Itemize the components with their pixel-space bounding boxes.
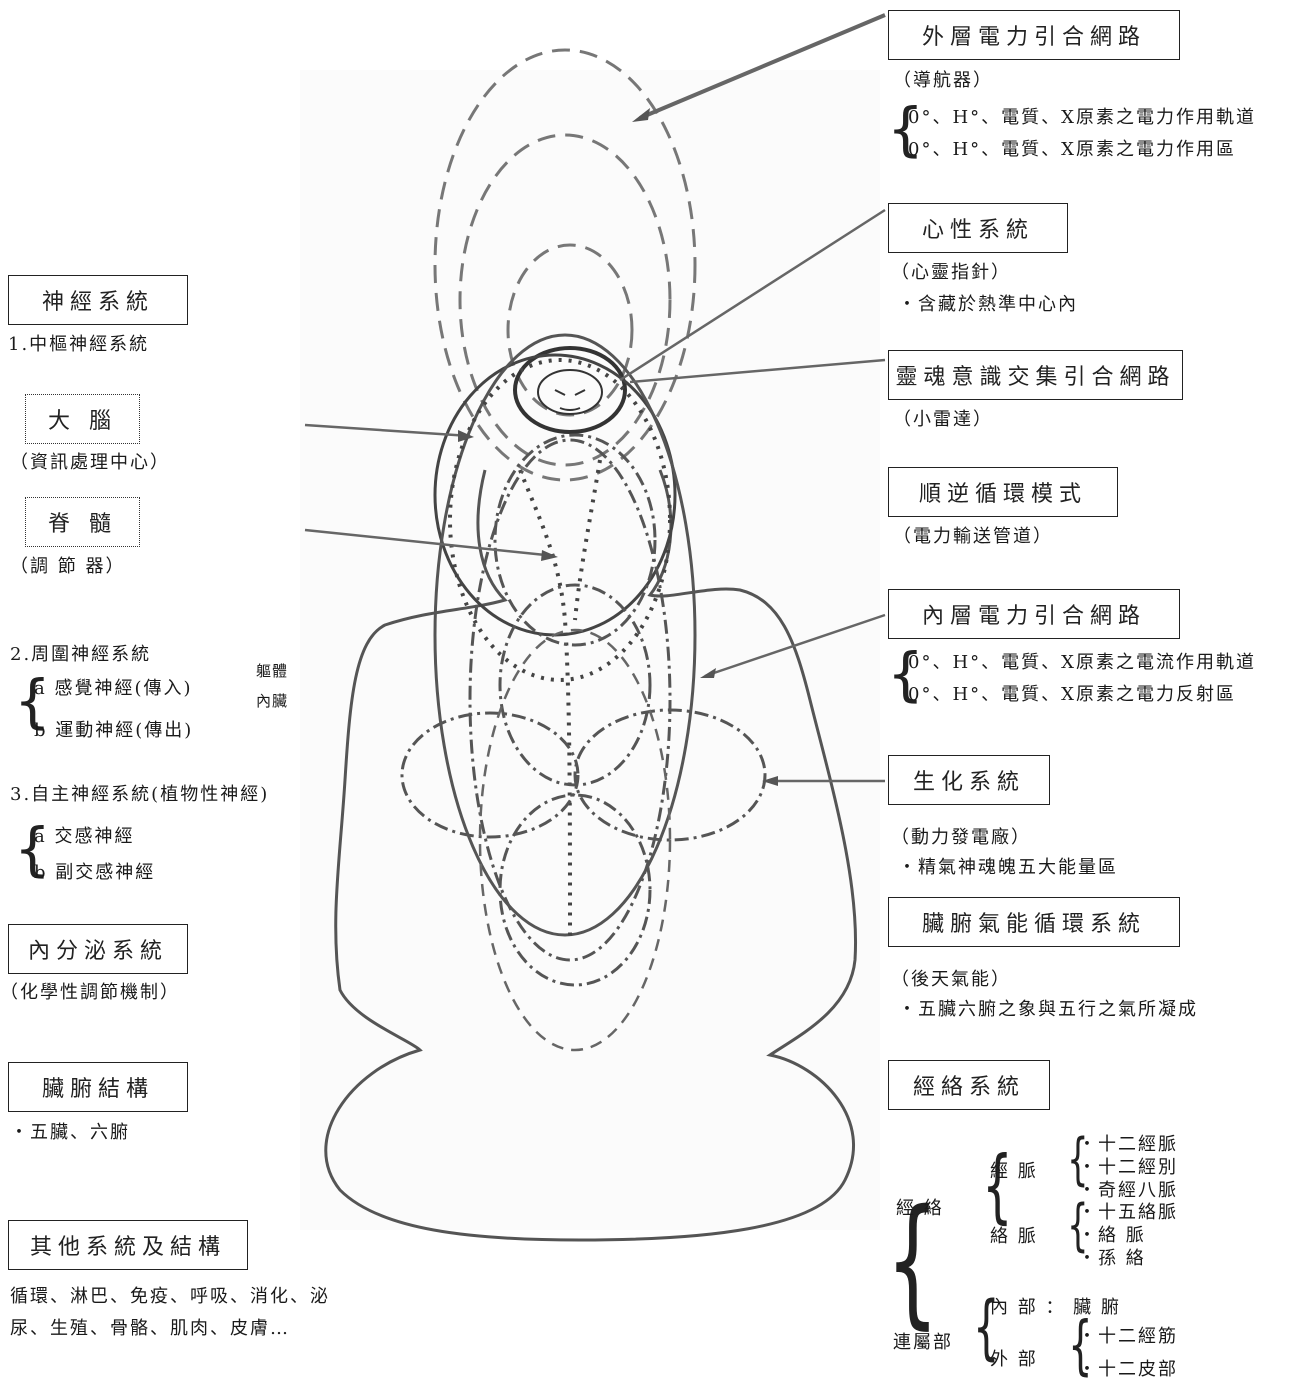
other-systems-line-2: 尿、生殖、骨骼、肌肉、皮膚…	[10, 1314, 290, 1340]
organ-qi-sub: （後天氣能）	[891, 965, 1011, 991]
meridian-luomai-item-3: ・孫 絡	[1078, 1244, 1146, 1270]
meridian-outer-item-1: ・十二經筋	[1078, 1322, 1178, 1348]
organ-structure-title: 臟腑結構	[8, 1062, 188, 1112]
soul-net-sub: （小雷達）	[893, 405, 993, 431]
mind-system-bullet: ・含藏於熱準中心內	[898, 290, 1078, 316]
mind-system-sub: （心靈指針）	[891, 258, 1011, 284]
outer-net-title: 外層電力引合網路	[888, 10, 1180, 60]
meridian-outer: 外 部	[990, 1345, 1038, 1371]
nerve-item-3: 3.自主神經系統(植物性神經)	[10, 780, 269, 806]
cycle-mode-sub: （電力輸送管道）	[893, 522, 1053, 548]
inner-net-line-1: 0°、H°、電質、X原素之電流作用軌道	[908, 648, 1256, 674]
other-systems-title: 其他系統及結構	[8, 1220, 248, 1270]
organ-qi-bullet: ・五臟六腑之象與五行之氣所凝成	[898, 995, 1198, 1021]
inner-net-title: 內層電力引合網路	[888, 589, 1180, 639]
organ-structure-bullet: ・五臟、六腑	[10, 1118, 130, 1144]
sensory-nerve: a 感覺神經(傳入)	[34, 674, 193, 700]
nerve-system-title: 神經系統	[8, 275, 188, 325]
meridian-inner: 內 部 ： 臟 腑	[990, 1293, 1121, 1319]
endocrine-title: 內分泌系統	[8, 924, 188, 974]
biochem-bullet: ・精氣神魂魄五大能量區	[898, 853, 1118, 879]
motor-nerve: b 運動神經(傳出)	[34, 716, 193, 742]
soul-net-title: 靈魂意識交集引合網路	[888, 350, 1183, 400]
spine-sub: （調 節 器）	[10, 552, 125, 578]
meridian-outer-item-2: ・十二皮部	[1078, 1355, 1178, 1381]
endocrine-sub: （化學性調節機制）	[0, 978, 180, 1004]
nerve-item-2: 2.周圍神經系統	[10, 640, 151, 666]
outer-net-sub: （導航器）	[893, 66, 993, 92]
meridian-jingluo: 經 絡	[896, 1194, 944, 1220]
sympathetic-nerve: a 交感神經	[34, 822, 134, 848]
mind-system-title: 心性系統	[888, 203, 1068, 253]
nerve-item-1: 1.中樞神經系統	[8, 330, 149, 356]
side-label-body: 軀體	[256, 660, 288, 681]
meridian-title: 經絡系統	[888, 1060, 1050, 1110]
meridian-luomai: 絡 脈	[990, 1222, 1038, 1248]
cycle-mode-title: 順逆循環模式	[888, 467, 1118, 517]
parasympathetic-nerve: b 副交感神經	[34, 858, 155, 884]
outer-net-line-2: 0°、H°、電質、X原素之電力作用區	[908, 135, 1236, 161]
brain-title: 大 腦	[25, 394, 140, 444]
side-label-viscera: 內臟	[256, 690, 288, 711]
meridian-lianshu: 連屬部	[893, 1328, 953, 1354]
inner-net-line-2: 0°、H°、電質、X原素之電力反射區	[908, 680, 1236, 706]
outer-net-line-1: 0°、H°、電質、X原素之電力作用軌道	[908, 103, 1256, 129]
spine-title: 脊 髓	[25, 497, 140, 547]
biochem-title: 生化系統	[888, 755, 1050, 805]
brain-sub: （資訊處理中心）	[10, 448, 170, 474]
biochem-sub: （動力發電廠）	[891, 823, 1031, 849]
meridian-jingmai: 經 脈	[990, 1157, 1038, 1183]
figure-background	[300, 70, 880, 1230]
organ-qi-title: 臟腑氣能循環系統	[888, 897, 1180, 947]
other-systems-line-1: 循環、淋巴、免疫、呼吸、消化、泌	[10, 1282, 330, 1308]
